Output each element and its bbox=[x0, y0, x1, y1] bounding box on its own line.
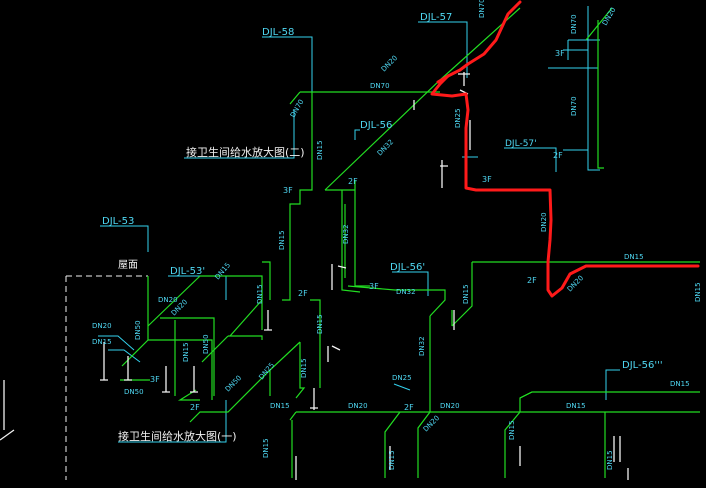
zone-boundary bbox=[65, 275, 148, 480]
pipe-label: DN15 bbox=[270, 402, 290, 410]
pipe-label: DN32 bbox=[396, 288, 416, 296]
pipe-label: DN32 bbox=[376, 138, 395, 157]
pipe-label: DN15 bbox=[566, 402, 586, 410]
floor-label: 2F bbox=[553, 151, 563, 160]
pipe-label: DN50 bbox=[124, 388, 144, 396]
floor-label: 2F bbox=[298, 289, 308, 298]
pipe-label: DN20 bbox=[380, 54, 399, 73]
pipe-label: DN15 bbox=[462, 284, 470, 304]
floor-label: 3F bbox=[283, 186, 293, 195]
pipe-label: DN20 bbox=[540, 212, 548, 232]
pipe-label: DN15 bbox=[670, 380, 690, 388]
pipe-label: DN50 bbox=[224, 374, 243, 393]
pipe-label: DN15 bbox=[508, 420, 516, 440]
pipe-label: DN32 bbox=[418, 336, 426, 356]
floor-label: 2F bbox=[527, 276, 537, 285]
label-roof: 屋面 bbox=[118, 259, 138, 271]
label-djl57: DJL-57 bbox=[420, 12, 452, 23]
pipe-label: DN15 bbox=[316, 140, 324, 160]
note-labels: 屋面 接卫生间给水放大图(二) 接卫生间给水放大图(一) bbox=[118, 145, 305, 443]
title-enlarged-1: 接卫生间给水放大图(一) bbox=[118, 429, 237, 443]
pipe-label: DN20 bbox=[158, 296, 178, 304]
floor-label: 2F bbox=[348, 177, 358, 186]
title-enlarged-2: 接卫生间给水放大图(二) bbox=[186, 145, 305, 159]
label-djl53p: DJL-53' bbox=[170, 266, 205, 277]
pipe-label: DN20 bbox=[601, 6, 618, 27]
pipe-label: DN15 bbox=[316, 314, 324, 334]
pipe-label: DN15 bbox=[92, 338, 112, 346]
highlight-path bbox=[430, 0, 700, 298]
riser-labels: DJL-58 DJL-57 DJL-56 DJL-57' DJL-53 DJL-… bbox=[102, 12, 663, 371]
pipe-label: DN50 bbox=[134, 320, 142, 340]
floor-labels: 3F 2F 3F 2F 3F 2F 3F 2F 3F 2F 2F bbox=[150, 49, 565, 412]
pipe-label: DN70 bbox=[478, 0, 486, 18]
floor-label: 2F bbox=[404, 403, 414, 412]
pipe-label: DN15 bbox=[694, 282, 702, 302]
label-djl53: DJL-53 bbox=[102, 216, 134, 227]
pipe-label: DN50 bbox=[202, 334, 210, 354]
fixtures bbox=[0, 72, 629, 480]
pipe-label: DN15 bbox=[262, 438, 270, 458]
pipe-label: DN20 bbox=[422, 414, 441, 433]
leader-lines bbox=[98, 6, 620, 443]
pipe-label: DN15 bbox=[606, 450, 614, 470]
pipe-label: DN15 bbox=[300, 358, 308, 378]
pipe-label: DN15 bbox=[182, 342, 190, 362]
floor-label: 2F bbox=[190, 403, 200, 412]
pipe-label: DN15 bbox=[278, 230, 286, 250]
pipe-label: DN15 bbox=[256, 284, 264, 304]
pipe-label: DN25 bbox=[392, 374, 412, 382]
label-djl58: DJL-58 bbox=[262, 27, 294, 38]
pipe-label: DN70 bbox=[370, 82, 390, 90]
pipe-label: DN25 bbox=[257, 361, 276, 381]
floor-label: 3F bbox=[369, 282, 379, 291]
pipe-label: DN20 bbox=[440, 402, 460, 410]
pipe-label: DN15 bbox=[388, 450, 396, 470]
pipe-size-labels-diagonal: DN32 DN70 DN20 DN15 DN25 DN50 DN20 DN20 … bbox=[170, 54, 585, 433]
pipe-label: DN70 bbox=[570, 14, 578, 34]
pipe-label: DN15 bbox=[213, 261, 232, 281]
pipe-label: DN32 bbox=[342, 224, 350, 244]
pipe-size-labels: DN70 DN15 DN15 DN15 DN20 DN20 DN15 DN32 … bbox=[92, 82, 690, 410]
floor-label: 3F bbox=[555, 49, 565, 58]
pipe-label: DN70 bbox=[570, 96, 578, 116]
pipe-label: DN15 bbox=[624, 253, 644, 261]
pipe-size-labels-vertical: DN70 DN70 DN70 DN15 DN25 DN20 DN15 DN15 … bbox=[134, 0, 702, 470]
pipe-label: DN70 bbox=[289, 98, 306, 119]
label-djl57p: DJL-57' bbox=[505, 139, 537, 149]
label-djl56ppp: DJL-56''' bbox=[622, 360, 663, 371]
label-djl56p: DJL-56' bbox=[390, 262, 425, 273]
pipe-label: DN25 bbox=[454, 108, 462, 128]
floor-label: 3F bbox=[150, 375, 160, 384]
extra-labels: DN20 bbox=[601, 6, 618, 27]
floor-label: 3F bbox=[482, 175, 492, 184]
pipe-label: DN20 bbox=[348, 402, 368, 410]
label-djl56: DJL-56 bbox=[360, 120, 392, 131]
pipe-label: DN20 bbox=[92, 322, 112, 330]
